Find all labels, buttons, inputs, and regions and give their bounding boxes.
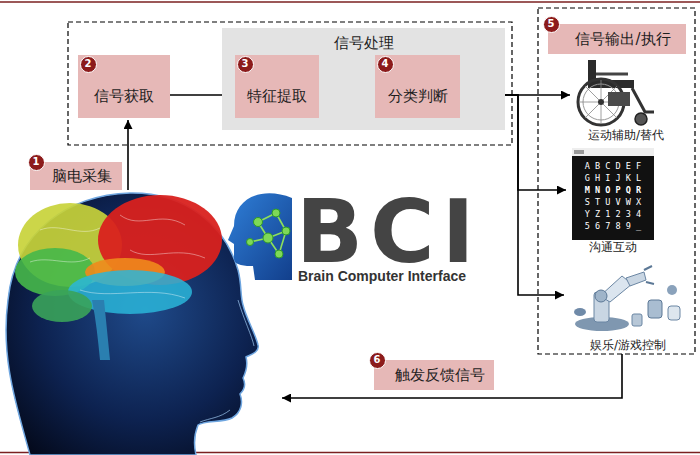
label-text: 3 [242,59,249,69]
label-text: BCI [296,188,481,276]
speller-row: Y Z 1 2 3 4 [572,208,654,220]
drawing-part [595,290,607,302]
drawing-part [632,314,642,326]
robot-picture [574,266,680,331]
brain-stem [92,300,110,360]
drawing-part [272,209,280,217]
speller-row: 5 6 7 8 9 _ [572,220,654,232]
human-head [6,193,258,455]
label-text: 6 [374,355,381,365]
callout-number: 2 [80,56,97,73]
logo-head [228,193,292,280]
label-text: 5 6 7 8 9 _ [585,220,641,232]
drawing-part [282,227,290,235]
node-text: 信号获取 [94,87,154,106]
node-text: 信号输出/执行 [575,30,670,49]
drawing-part [648,300,662,318]
label-text: 1 [33,157,40,167]
drawing-part [247,239,254,246]
logo-subtitle: Brain Computer Interface [298,268,466,284]
drawing-part [644,266,654,284]
dashed-group [68,22,512,145]
signal-arrow [127,120,129,190]
node-text: 信号处理 [334,34,394,53]
speller-row: A B C D E F [572,160,654,172]
label-text: S T U V W X [585,196,641,208]
node-text: 沟通互动 [589,240,637,254]
label-text: 4 [382,59,389,69]
output-item: 运动辅助/替代 [570,58,682,142]
bci-logo-head [228,193,292,280]
callout-number: 5 [543,16,560,33]
node-text: 分类判断 [388,87,448,106]
callout-number: 4 [377,56,394,73]
callout-number: 1 [28,154,45,171]
drawing-part [635,113,647,125]
drawing-part [667,285,677,295]
drawing-part [572,148,654,240]
dashed-group [538,8,695,354]
label-text: 2 [85,59,92,69]
callout-number: 3 [237,56,254,73]
head-silhouette [6,193,258,455]
speller-row: S T U V W X [572,196,654,208]
drawing-part [572,148,654,156]
drawing-part [598,99,604,105]
drawing-part [626,272,646,286]
node-text: 运动辅助/替代 [588,128,664,142]
logo-network [250,213,286,254]
wheelchair-picture [578,60,654,125]
logo-text: BCI [296,188,481,276]
drawing-part [596,73,628,76]
logo-nodes [247,209,291,258]
drawing-part [254,218,263,227]
node-text: 特征提取 [247,87,307,106]
feedback-arrow [282,354,622,398]
label-text: A B C D E F [585,160,641,172]
drawing-part [668,306,680,320]
label-text: Y Z 1 2 3 4 [585,208,641,220]
output-item: 娱乐/游戏控制 [564,260,692,352]
drawing-part [263,233,273,243]
speller-screen [572,148,654,240]
drawing-part [632,88,654,112]
face-highlight [200,300,254,422]
group-panel: 信号处理特征提取 分类判断 [222,28,505,130]
label-text: M N O P Q R [585,184,641,196]
label-text: Brain Computer Interface [298,268,466,284]
drawing-part [608,92,630,106]
drawing-part [574,308,586,316]
feedback-box: 触发反馈信号 [374,360,494,390]
brain-folds [30,215,205,298]
speller-row: M N O P Q R [572,184,654,196]
label-text: G H I J K L [585,172,641,184]
output-header: 信号输出/执行 [548,24,686,54]
node-text: 脑电采集 [52,167,112,186]
top-rule [0,1,700,3]
drawing-part [275,250,283,258]
label-text: 5 [548,19,555,29]
cerebellum [32,290,92,322]
drawing-part [574,150,584,154]
speller-row: G H I J K L [572,172,654,184]
node-text: 触发反馈信号 [395,366,485,385]
callout-number: 6 [369,352,386,369]
node-text: 娱乐/游戏控制 [590,338,666,352]
